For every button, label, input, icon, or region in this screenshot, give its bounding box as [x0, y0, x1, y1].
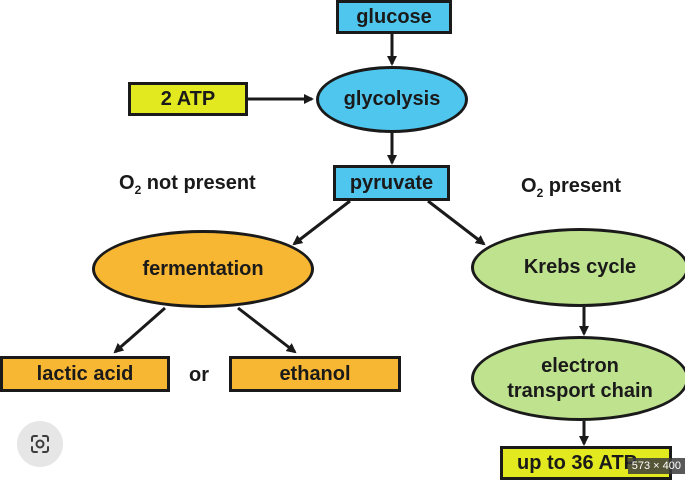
o2-not-present-label: O2 not present: [119, 172, 256, 197]
lactic-acid-label: lactic acid: [36, 362, 134, 385]
o2-present-text: present: [543, 175, 622, 197]
glucose-box: glucose: [336, 0, 452, 34]
o2-present-symbol: O: [521, 175, 537, 197]
glucose-label: glucose: [356, 5, 432, 28]
krebs-cycle-label: Krebs cycle: [523, 256, 637, 278]
arrow-fermentation-ethanol: [237, 306, 297, 354]
etc-label-line2: transport chain: [507, 379, 653, 402]
lens-icon: [31, 435, 49, 453]
etc-label-line1: electron: [541, 354, 619, 377]
or-text: or: [189, 364, 209, 386]
arrow-pyruvate-fermentation: [292, 199, 351, 246]
arrow-fermentation-lactic: [113, 306, 166, 354]
o2-absent-symbol: O: [119, 172, 135, 194]
o2-absent-text: not present: [141, 172, 256, 194]
krebs-cycle-oval: Krebs cycle: [471, 228, 685, 307]
pyruvate-label: pyruvate: [349, 171, 434, 194]
pyruvate-box: pyruvate: [333, 165, 450, 201]
glycolysis-oval: glycolysis: [316, 66, 468, 133]
electron-transport-chain-oval: electron transport chain: [471, 336, 685, 421]
image-dimensions-badge: 573 × 400: [627, 458, 685, 474]
atp-input-box: 2 ATP: [128, 82, 248, 116]
or-label: or: [189, 364, 209, 387]
atp-output-label: up to 36 ATP: [517, 451, 637, 474]
lactic-acid-box: lactic acid: [0, 356, 170, 392]
arrow-pyruvate-krebs: [427, 199, 486, 246]
o2-present-label: O2 present: [521, 175, 621, 200]
fermentation-label: fermentation: [142, 257, 264, 280]
glycolysis-label: glycolysis: [343, 88, 441, 110]
o2-present-subscript: 2: [536, 186, 544, 200]
lens-search-button[interactable]: [17, 421, 63, 467]
atp-input-label: 2 ATP: [160, 87, 216, 110]
ethanol-label: ethanol: [279, 362, 351, 385]
o2-absent-subscript: 2: [134, 183, 142, 197]
ethanol-box: ethanol: [229, 356, 401, 392]
fermentation-oval: fermentation: [92, 230, 314, 308]
image-dimensions-text: 573 × 400: [631, 460, 681, 472]
